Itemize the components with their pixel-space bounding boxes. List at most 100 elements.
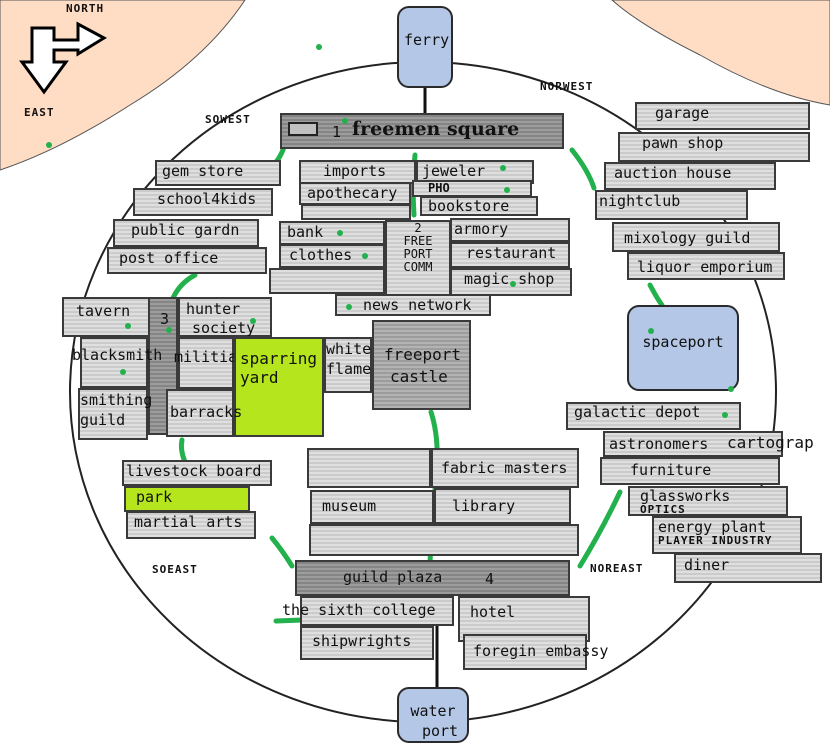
green-dot — [250, 318, 256, 324]
galactic-depot[interactable]: galactic depot — [566, 402, 741, 430]
news-network-label: news network — [363, 296, 472, 314]
free-port-comm-line3: COMM — [403, 260, 433, 274]
mixology-guild-label: mixology guild — [624, 229, 751, 247]
martial-arts[interactable]: martial arts — [126, 511, 256, 539]
guild-plaza[interactable]: guild plaza 4 — [295, 560, 570, 596]
galactic-depot-label: galactic depot — [574, 403, 701, 421]
pawn-shop[interactable]: pawn shop — [618, 132, 810, 162]
armory[interactable]: armory — [450, 218, 570, 242]
bank-label: bank — [287, 223, 324, 241]
garage[interactable]: garage — [635, 102, 810, 130]
liquor-emporium-label: liquor emporium — [637, 258, 773, 276]
path-sixth-college — [273, 617, 305, 624]
sand-northwest — [0, 0, 246, 171]
freemen-square-sign — [288, 122, 318, 136]
spaceport-building[interactable]: spaceport — [627, 305, 739, 391]
unlabeled-block-south-1 — [307, 448, 431, 488]
apothecary-label: apothecary — [307, 184, 398, 202]
green-dot — [510, 281, 516, 287]
glassworks-label: glassworks — [640, 487, 731, 505]
freemen-square[interactable]: 1 freemen square — [280, 113, 564, 149]
gem-store[interactable]: gem store — [155, 160, 281, 186]
foregin-embassy[interactable]: foregin embassy — [463, 634, 608, 670]
ferry-label: ferry — [404, 31, 450, 49]
livestock-board[interactable]: livestock board — [122, 460, 272, 486]
freeport-castle-line2: castle — [390, 367, 448, 386]
barracks-label: barracks — [170, 403, 243, 421]
astronomers-label: astronomers — [609, 435, 709, 453]
militia[interactable]: militia — [174, 337, 237, 389]
pawn-shop-label: pawn shop — [642, 134, 724, 152]
freeport-castle-line1: freeport — [384, 345, 462, 364]
path-barracks-livestock — [178, 437, 188, 465]
school4kids[interactable]: school4kids — [133, 188, 273, 216]
furniture-label: furniture — [630, 461, 712, 479]
clothes[interactable]: clothes — [279, 244, 385, 268]
museum[interactable]: museum — [310, 490, 434, 524]
museum-label: museum — [322, 497, 377, 515]
magic-shop-label: magic shop — [464, 270, 555, 288]
green-dot — [500, 165, 506, 171]
foregin-embassy-label: foregin embassy — [473, 642, 609, 660]
freeport-castle[interactable]: freeport castle — [372, 320, 471, 410]
public-gardn[interactable]: public gardn — [113, 219, 259, 247]
district-noreast-label: NOREAST — [590, 562, 644, 575]
path-freemen-nightclub — [569, 147, 597, 191]
white-flame-line2: flame — [326, 360, 372, 378]
pho[interactable]: PHO — [412, 180, 532, 197]
restaurant-label: restaurant — [466, 244, 557, 262]
tavern[interactable]: tavern — [62, 297, 150, 337]
public-gardn-label: public gardn — [131, 221, 240, 239]
district-soeast-label: SOEAST — [152, 563, 198, 576]
smithing-guild-line1: smithing — [80, 391, 153, 409]
district-norwest-label: NORWEST — [540, 80, 594, 93]
diner-label: diner — [684, 556, 730, 574]
green-dot — [316, 44, 322, 50]
green-dot — [648, 328, 654, 334]
compass-east-label: EAST — [24, 106, 55, 119]
nightclub[interactable]: nightclub — [595, 190, 748, 220]
auction-house[interactable]: auction house — [604, 162, 776, 190]
imports[interactable]: imports — [299, 160, 416, 184]
smithing-guild-line2: guild — [80, 411, 126, 429]
shipwrights[interactable]: shipwrights — [300, 626, 434, 660]
hotel-label: hotel — [470, 603, 516, 621]
furniture[interactable]: furniture — [600, 457, 780, 485]
bookstore[interactable]: bookstore — [420, 196, 538, 216]
the-sixth-college[interactable]: the sixth college — [282, 596, 454, 626]
apothecary[interactable]: apothecary — [299, 182, 411, 205]
ferry-building[interactable]: ferry — [397, 6, 453, 88]
blacksmith[interactable]: blacksmith — [72, 337, 162, 388]
news-network[interactable]: news network — [335, 294, 491, 316]
post-office[interactable]: post office — [107, 247, 267, 274]
restaurant[interactable]: restaurant — [450, 242, 570, 268]
garage-label: garage — [655, 104, 710, 122]
green-dot — [120, 369, 126, 375]
sand-northeast — [611, 0, 830, 106]
hunter-district-number: 3 — [160, 310, 170, 328]
hunter-society-line2: society — [192, 319, 256, 337]
barracks[interactable]: barracks — [166, 389, 242, 437]
path-liquor-spaceport — [647, 282, 665, 308]
park[interactable]: park — [124, 486, 250, 512]
free-port-comm[interactable]: 2 FREE PORT COMM — [385, 220, 451, 296]
fabric-masters[interactable]: fabric masters — [431, 448, 579, 488]
energy-plant-label: energy plant — [658, 518, 767, 536]
mixology-guild[interactable]: mixology guild — [612, 222, 780, 252]
library[interactable]: library — [434, 488, 571, 524]
spaceport-label: spaceport — [642, 333, 724, 351]
free-port-comm-line2: PORT — [403, 247, 433, 261]
jeweler-label: jeweler — [422, 162, 486, 180]
smithing-guild[interactable]: smithing guild — [78, 388, 153, 440]
liquor-emporium[interactable]: liquor emporium — [627, 252, 785, 280]
bank[interactable]: bank — [279, 221, 385, 245]
diner[interactable]: diner — [674, 553, 822, 583]
